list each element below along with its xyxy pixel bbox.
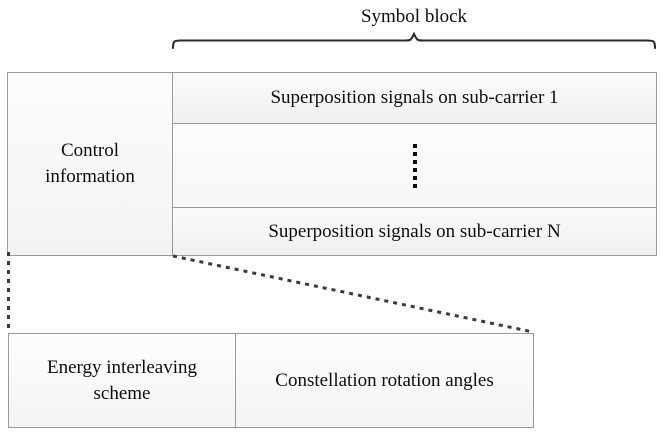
energy-interleaving-scheme-line-2: scheme: [93, 382, 151, 404]
vertical-ellipsis-icon: [412, 143, 417, 188]
subcarrier-row-last-label: Superposition signals on sub-carrier N: [268, 220, 561, 242]
symbol-block-brace: [171, 31, 657, 50]
subcarrier-row-first-label: Superposition signals on sub-carrier 1: [270, 87, 559, 108]
control-information-line-2: information: [45, 166, 135, 187]
energy-interleaving-scheme-line-1: Energy interleaving: [46, 356, 197, 378]
expansion-connectors: [7, 252, 534, 334]
subcarrier-row-first: Superposition signals on sub-carrier 1: [173, 73, 656, 124]
control-information-detail-table: Energy interleaving scheme Constellation…: [8, 333, 534, 428]
control-information-cell: Control information: [8, 73, 173, 255]
right-guide-dotted-line: [172, 254, 534, 334]
subcarrier-row-last: Superposition signals on sub-carrier N: [173, 208, 656, 255]
subcarrier-row-ellipsis: [173, 124, 656, 208]
constellation-rotation-angles-label: Constellation rotation angles: [275, 369, 494, 391]
control-information-line-1: Control: [60, 140, 120, 161]
energy-interleaving-scheme-cell: Energy interleaving scheme: [9, 334, 236, 427]
symbol-block-title: Symbol block: [360, 6, 468, 27]
symbol-block-column: Superposition signals on sub-carrier 1 S…: [173, 73, 656, 255]
frame-structure-table: Control information Superposition signal…: [7, 72, 657, 256]
constellation-rotation-angles-cell: Constellation rotation angles: [236, 334, 533, 427]
